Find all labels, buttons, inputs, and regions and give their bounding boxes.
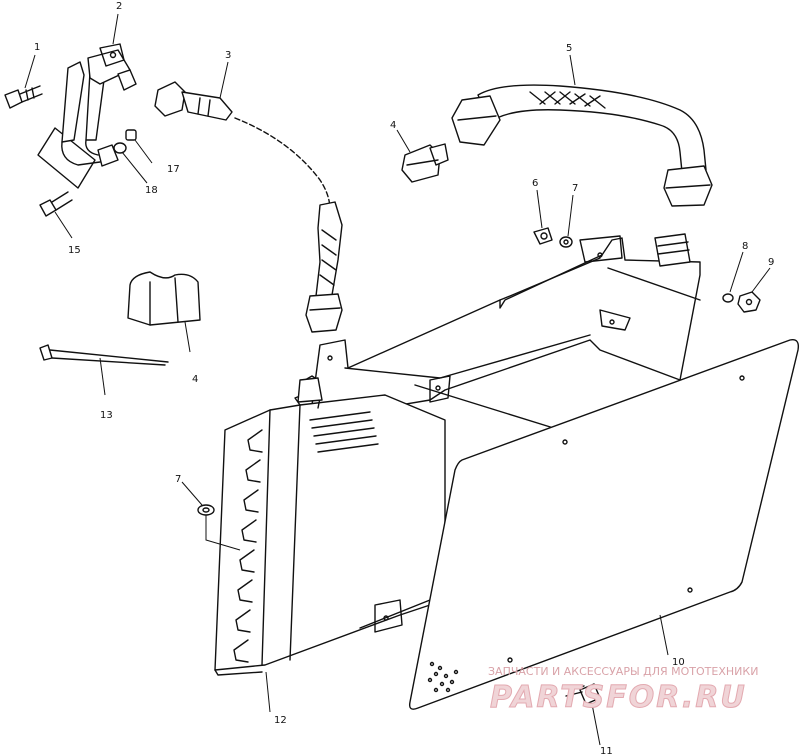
- bolt-part-15: [39, 191, 73, 217]
- radiator-core: [214, 375, 446, 676]
- callout-12: 12: [274, 715, 287, 726]
- small-part-17: [125, 129, 137, 141]
- callout-4-top: 4: [390, 120, 396, 131]
- connector-part-3: [154, 81, 233, 121]
- callout-7-right: 7: [572, 183, 578, 194]
- perforation-pattern: [427, 661, 459, 693]
- callout-6: 6: [532, 178, 538, 189]
- small-part-18: [113, 142, 127, 154]
- grommet-part-6: [533, 227, 553, 245]
- callout-9: 9: [768, 257, 774, 268]
- callout-13: 13: [100, 410, 113, 421]
- upper-hose: [451, 84, 713, 207]
- pipe-assembly: [37, 43, 137, 189]
- watermark: ЗАПЧАСТИ И АКСЕССУАРЫ ДЛЯ МОТОТЕХНИКИ PA…: [488, 665, 758, 716]
- radiator-frame: [309, 235, 701, 431]
- callout-7-left: 7: [175, 474, 181, 485]
- hose-left: [234, 117, 343, 403]
- leader-lines: [24, 13, 771, 746]
- callout-15: 15: [68, 245, 81, 256]
- nut-part-9: [737, 291, 761, 313]
- strap-part-13: [39, 344, 169, 366]
- callout-labels: 1 2 3 4 5 6 7 8 9 4 13 15 17 18 7 12 10 …: [34, 1, 774, 755]
- washer-part-7-right: [559, 236, 573, 248]
- callout-17: 17: [167, 164, 180, 175]
- bolt-part-11: [565, 683, 601, 705]
- watermark-logo: PARTSFOR.RU: [490, 680, 747, 715]
- fitting-part-4: [401, 143, 449, 183]
- callout-1: 1: [34, 42, 40, 53]
- callout-3: 3: [225, 50, 231, 61]
- callout-5: 5: [566, 43, 572, 54]
- callout-18: 18: [145, 185, 158, 196]
- callout-11: 11: [600, 746, 613, 755]
- washer-part-8: [722, 293, 734, 303]
- callout-4-clip: 4: [192, 374, 198, 385]
- neck-filler: [654, 233, 691, 267]
- callout-10: 10: [672, 657, 685, 668]
- watermark-subtitle: ЗАПЧАСТИ И АКСЕССУАРЫ ДЛЯ МОТОТЕХНИКИ: [488, 665, 758, 678]
- radiator-panel: [408, 339, 800, 710]
- callout-8: 8: [742, 241, 748, 252]
- washer-part-7-left: [197, 504, 215, 516]
- callout-2: 2: [116, 1, 122, 12]
- clip-part-14: [127, 271, 201, 326]
- bolt-part-1: [4, 85, 43, 109]
